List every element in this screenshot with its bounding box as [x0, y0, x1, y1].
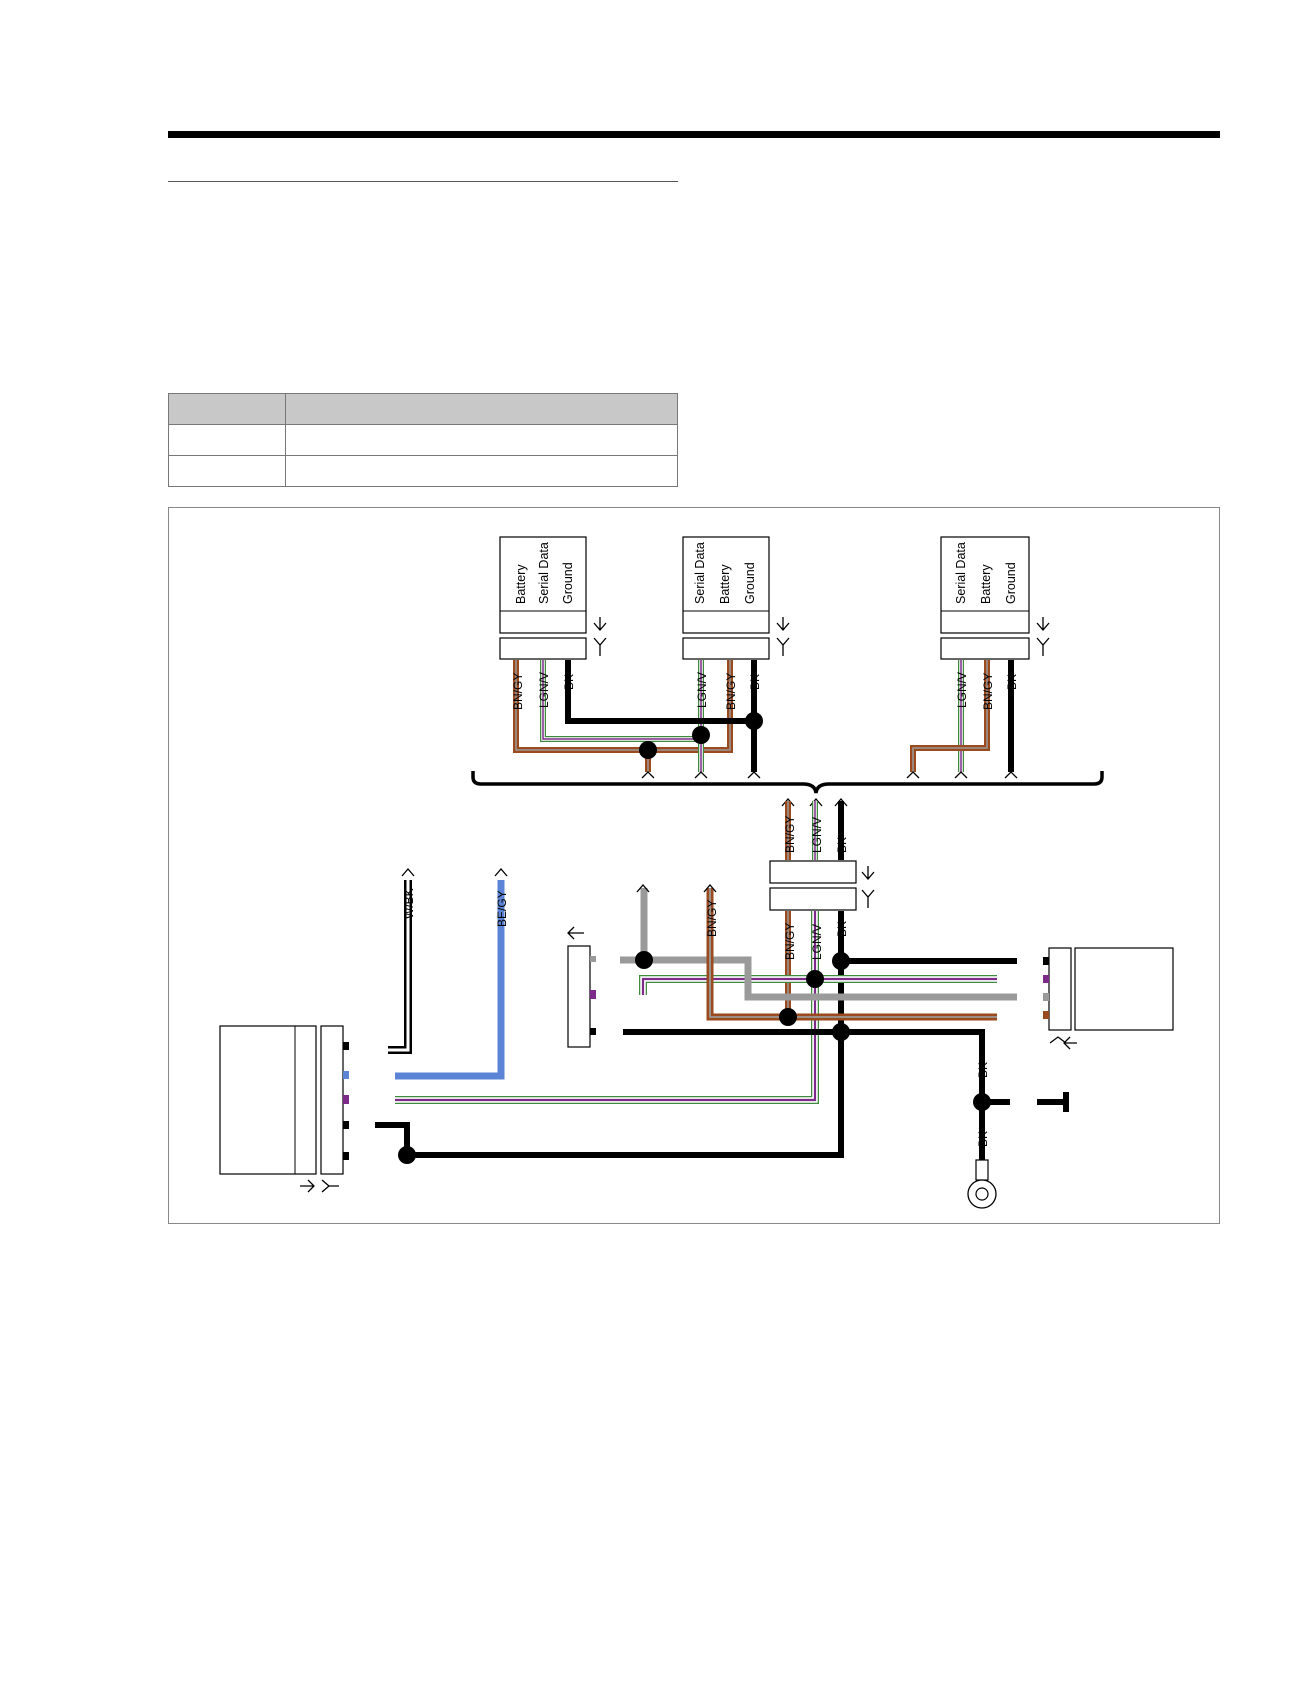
splice-dot-icon: [745, 712, 763, 730]
module-left: Battery Serial Data Ground: [499, 536, 607, 660]
wire-gy: [620, 888, 1017, 1001]
label-w-bk: W/BK: [402, 888, 416, 919]
label-bk: BK: [835, 837, 849, 853]
label-lgn-v: LGN/V: [955, 672, 969, 708]
module-left-pin-3: Ground: [561, 562, 575, 604]
wire-bn-gy-right: [910, 660, 990, 772]
wire-bk-to-ground: [623, 1029, 985, 1098]
label-bn-gy: BN/GY: [724, 673, 738, 710]
spec-cell: [285, 455, 678, 487]
splice-dot-icon: [398, 1146, 416, 1164]
label-bk: BK: [976, 1131, 990, 1147]
connector-plug-icon: [776, 637, 790, 656]
connector-receptacle-icon: [776, 617, 790, 631]
module-middle-pin-2: Battery: [718, 564, 732, 604]
label-lgn-v: LGN/V: [537, 672, 551, 708]
label-bn-gy: BN/GY: [783, 816, 797, 853]
label-bn-gy: BN/GY: [511, 673, 525, 710]
module-left-pin-1: Battery: [514, 564, 528, 604]
label-bn-gy: BN/GY: [705, 900, 719, 937]
module-right-pin-1: Serial Data: [954, 542, 968, 604]
connector-plug-icon: [300, 1179, 339, 1193]
connector-receptacle-icon: [401, 868, 415, 877]
module-middle-pin-3: Ground: [743, 562, 757, 604]
label-lgn-v: LGN/V: [810, 924, 824, 960]
splice-dot-icon: [806, 970, 824, 988]
wiring-diagram-frame: [168, 507, 1220, 1224]
spec-table: [168, 393, 678, 487]
label-lgn-v: LGN/V: [810, 817, 824, 853]
label-bn-gy: BN/GY: [981, 673, 995, 710]
connector-receptacle-icon: [861, 866, 875, 880]
connector-plug-icon: [1049, 1036, 1077, 1050]
spec-table-row: [168, 455, 678, 487]
wire-bn-gy: [513, 660, 733, 753]
label-bk: BK: [1005, 674, 1019, 690]
label-bk: BK: [976, 1062, 990, 1078]
connector-receptacle-icon: [1036, 617, 1050, 631]
harness-brace: [471, 771, 1104, 794]
page-header-rule: [168, 131, 1220, 138]
connector-receptacle-icon: [593, 617, 607, 631]
label-bn-gy: BN/GY: [783, 923, 797, 960]
wire-bk: [565, 660, 757, 724]
wire-lgn-v-bus: [639, 975, 997, 995]
arrow-left-icon: [567, 926, 584, 940]
module-right-pin-2: Battery: [979, 564, 993, 604]
connector-plug-icon: [641, 771, 1018, 779]
label-bk: BK: [748, 674, 762, 690]
spec-header-cell-2: [285, 393, 678, 425]
splice-dot-icon: [692, 726, 710, 744]
inline-connector: [769, 860, 875, 911]
connector-receptacle-icon: [636, 884, 650, 893]
wire-lgn-v-lower: [395, 911, 819, 1104]
label-bk: BK: [562, 674, 576, 690]
connector-plug-icon: [861, 889, 875, 908]
device-left: [219, 1025, 349, 1193]
module-right: Serial Data Battery Ground: [940, 536, 1050, 660]
splice-dot-icon: [832, 952, 850, 970]
splice-dot-icon: [832, 1023, 850, 1041]
label-lgn-v: LGN/V: [695, 672, 709, 708]
wire-w-bk: [388, 880, 412, 1054]
wire-be-gy: [395, 880, 505, 1080]
wire-lgn-v: [540, 660, 704, 742]
splice-dot-icon: [639, 741, 657, 759]
ground-symbol-icon: [1037, 1092, 1069, 1112]
wire-bn-gy-bus: [706, 888, 997, 1021]
module-middle: Serial Data Battery Ground: [682, 536, 790, 660]
device-right: [1043, 947, 1174, 1050]
module-middle-pin-1: Serial Data: [693, 542, 707, 604]
spec-table-row: [168, 424, 678, 456]
splice-dot-icon: [779, 1008, 797, 1026]
spec-table-header: [168, 393, 678, 425]
splice-dot-icon: [973, 1093, 991, 1111]
small-connector: [567, 926, 596, 1048]
module-left-pin-2: Serial Data: [537, 542, 551, 604]
connector-plug-icon: [593, 637, 607, 656]
splice-dot-icon: [635, 951, 653, 969]
ring-terminal-icon: [967, 1159, 997, 1209]
label-be-gy: BE/GY: [495, 890, 509, 927]
connector-plug-icon: [1036, 637, 1050, 656]
connector-receptacle-icon: [703, 884, 717, 893]
section-title-rule: [168, 181, 678, 182]
module-right-pin-3: Ground: [1004, 562, 1018, 604]
connector-receptacle-icon: [494, 868, 508, 877]
wire-bk-ground-bus: [405, 911, 844, 1158]
